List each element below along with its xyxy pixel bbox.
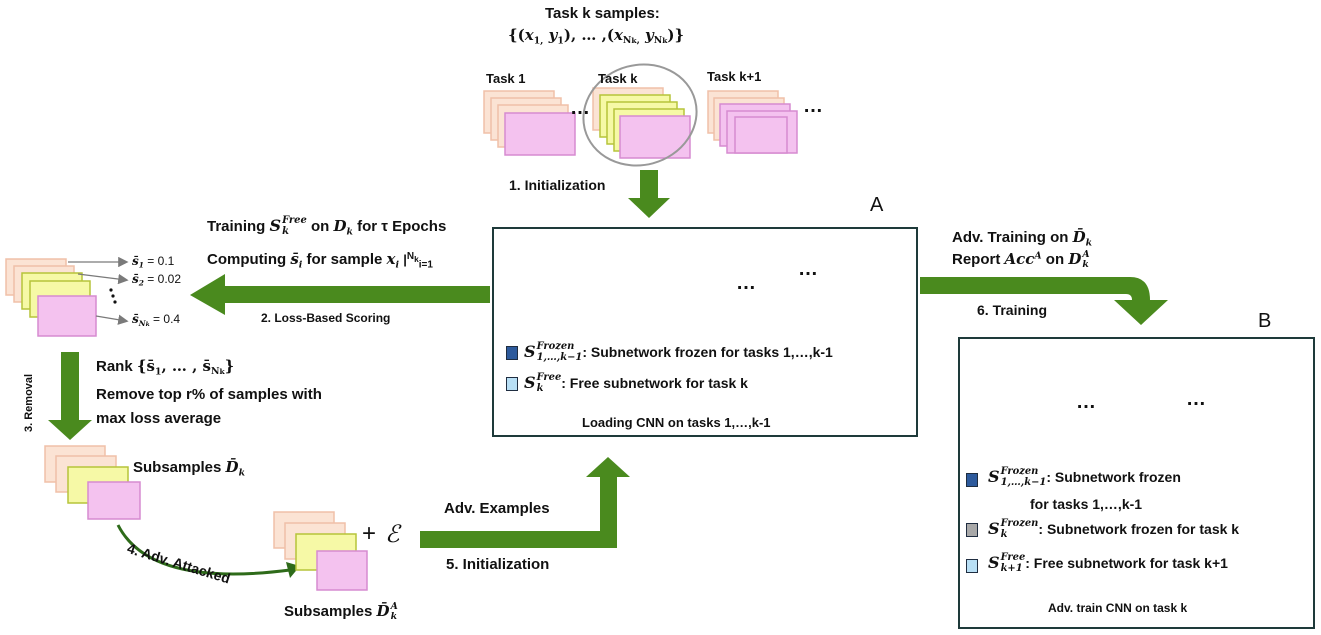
legend-b-frozen-swatch [966, 473, 978, 487]
taskk1-stack [707, 90, 798, 154]
step5-label: 5. Initialization [446, 556, 550, 573]
step6-label: 6. Training [977, 302, 1048, 318]
subsamples-stack [44, 445, 141, 520]
subsamples-label: Subsamples D̄k [133, 458, 246, 479]
box-b-label: B [1258, 310, 1272, 332]
rank-line: Rank {s̄1, … , s̄Nk} [96, 357, 235, 378]
scored-samples-stack [5, 256, 129, 337]
remove-line-2: max loss average [96, 410, 222, 427]
arrow-initialization-up [420, 457, 630, 548]
legend-a-frozen-swatch [506, 346, 518, 360]
arrow-training-right [920, 277, 1168, 325]
task-samples-title: Task k samples: [545, 5, 660, 22]
remove-line-1: Remove top r% of samples with [96, 386, 322, 403]
step3-label: 3. Removal [23, 373, 35, 432]
ellipsis-b-1: … [1076, 391, 1096, 413]
plus-sign: + [362, 520, 377, 547]
ellipsis-1: … [570, 97, 590, 119]
adv-examples-label: Adv. Examples [444, 500, 550, 517]
arrow-loss-scoring-left [190, 274, 490, 315]
ellipsis-b-2: … [1186, 388, 1206, 410]
taskk-label: Task k [598, 71, 638, 86]
score-1: s̄1 = 0.1 [132, 254, 175, 270]
legend-a-free-swatch [506, 377, 518, 391]
box-a-label: A [870, 194, 884, 216]
ellipsis-2: … [803, 95, 823, 117]
taskk1-label: Task k+1 [707, 69, 762, 84]
box-a-caption: Loading CNN on tasks 1,…,k-1 [582, 415, 771, 430]
score-2: s̄2 = 0.02 [132, 272, 181, 288]
adv-training-line: Adv. Training on D̄k [952, 228, 1093, 249]
task1-label: Task 1 [486, 71, 526, 86]
arrow-initialization-down [628, 170, 670, 218]
score-3: s̄Nk = 0.4 [132, 312, 181, 328]
ellipsis-a-2: … [736, 272, 756, 294]
box-b-caption: Adv. train CNN on task k [1048, 601, 1188, 615]
step2-label: 2. Loss-Based Scoring [261, 311, 391, 325]
task-samples-set: {(x1, y1), … ,(xNk, yNk)} [508, 26, 685, 47]
computing-line: Computing s̄i for sample xi |Nki=1 [207, 250, 433, 271]
taskk-stack [582, 63, 698, 167]
adv-subsamples-stack [273, 511, 368, 591]
legend-b-frozen-k-swatch [966, 523, 978, 537]
legend-b-frozen-line2: for tasks 1,…,k-1 [1030, 496, 1143, 512]
task1-stack [483, 90, 576, 156]
epsilon-symbol: ℰ [385, 520, 400, 548]
arrow-removal-down [48, 352, 92, 440]
legend-b-free-swatch [966, 559, 978, 573]
ellipsis-a-1: … [798, 258, 818, 280]
step1-label: 1. Initialization [509, 177, 606, 193]
